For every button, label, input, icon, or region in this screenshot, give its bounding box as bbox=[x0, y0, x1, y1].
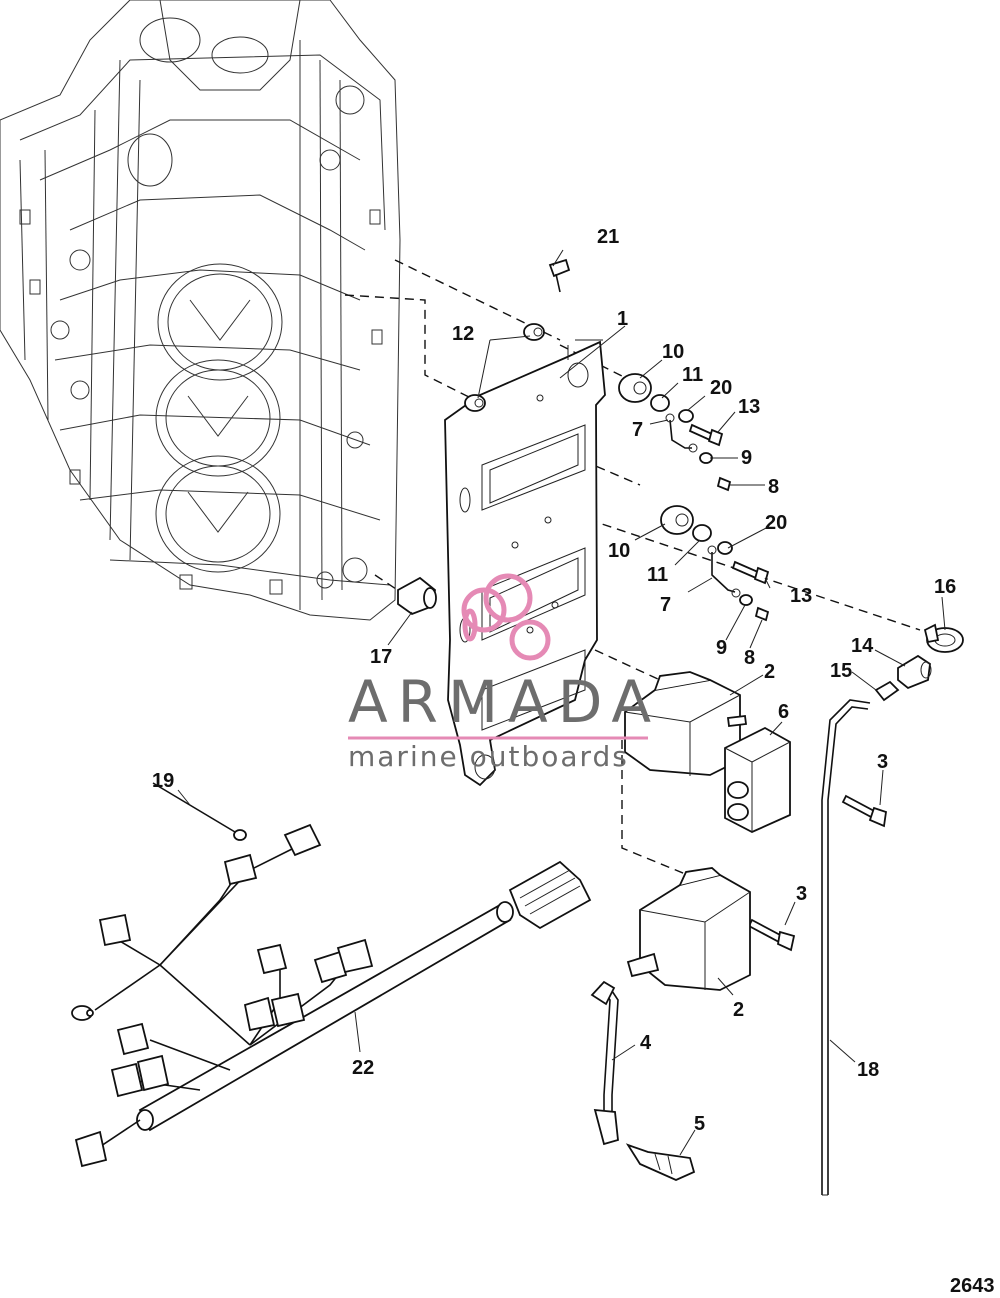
callout-1: 1 bbox=[617, 308, 628, 330]
callout-6: 6 bbox=[778, 701, 789, 723]
ignition-coil-2-lower bbox=[626, 867, 751, 991]
fitting-17 bbox=[397, 576, 437, 616]
nut-12-upper bbox=[523, 323, 545, 341]
callout-10: 10 bbox=[662, 341, 684, 363]
callout-20: 20 bbox=[765, 512, 787, 534]
ground-strap-7-lower bbox=[707, 545, 741, 598]
callout-3: 3 bbox=[796, 883, 807, 905]
grommet-10-lower bbox=[660, 505, 694, 535]
callout-12: 12 bbox=[452, 323, 474, 345]
ignition-coil-2-upper bbox=[624, 671, 748, 776]
bolt-13-lower bbox=[731, 560, 770, 585]
mounting-bracket bbox=[444, 339, 606, 787]
bolt-13-upper bbox=[688, 423, 724, 447]
assembly-leader-lines bbox=[344, 259, 921, 881]
grommet-10-upper bbox=[618, 373, 652, 403]
callout-20: 20 bbox=[710, 377, 732, 399]
watermark-brand: ARMADA bbox=[348, 668, 661, 736]
washer-11-lower bbox=[692, 524, 712, 542]
callout-13: 13 bbox=[738, 396, 760, 418]
wiring-harness-22 bbox=[71, 823, 592, 1168]
figure-number: 2643 bbox=[950, 1275, 995, 1297]
hose-18 bbox=[821, 699, 871, 1196]
callout-7: 7 bbox=[660, 594, 671, 616]
screw-21 bbox=[548, 258, 571, 293]
callout-8: 8 bbox=[768, 476, 779, 498]
callout-11: 11 bbox=[682, 364, 703, 386]
callout-2: 2 bbox=[733, 999, 744, 1021]
callout-15: 15 bbox=[830, 660, 852, 682]
callout-8: 8 bbox=[744, 647, 755, 669]
callout-9: 9 bbox=[716, 637, 727, 659]
callout-10: 10 bbox=[608, 540, 630, 562]
watermark: ARMADA marine outboards bbox=[348, 573, 661, 773]
screw-8-lower bbox=[754, 606, 770, 622]
nut-12-lower bbox=[464, 394, 486, 412]
screw-3-lower bbox=[747, 918, 796, 952]
callout-2: 2 bbox=[764, 661, 775, 683]
fitting-15 bbox=[874, 680, 900, 702]
callout-21: 21 bbox=[597, 226, 619, 248]
spark-plug-5 bbox=[625, 1143, 696, 1181]
callout-17: 17 bbox=[370, 646, 392, 668]
callout-14: 14 bbox=[851, 635, 874, 657]
ground-strap-7-upper bbox=[665, 413, 698, 453]
callout-19: 19 bbox=[152, 770, 174, 792]
engine-block bbox=[0, 0, 401, 621]
clamp-16 bbox=[923, 623, 964, 653]
callout-13: 13 bbox=[790, 585, 812, 607]
watermark-tagline: marine outboards bbox=[348, 740, 629, 773]
callout-7: 7 bbox=[632, 419, 643, 441]
callout-5: 5 bbox=[694, 1113, 705, 1135]
callout-9: 9 bbox=[741, 447, 752, 469]
watermark-logo bbox=[461, 573, 551, 661]
callout-18: 18 bbox=[857, 1059, 879, 1081]
washer-20-lower bbox=[717, 541, 733, 555]
module-6 bbox=[724, 726, 791, 833]
washer-20-upper bbox=[678, 409, 694, 423]
callout-11: 11 bbox=[647, 564, 668, 586]
callout-16: 16 bbox=[934, 576, 956, 598]
callout-3: 3 bbox=[877, 751, 888, 773]
callout-leaders bbox=[177, 249, 946, 1156]
callout-labels: 1 2 2 3 3 4 5 6 7 7 8 8 9 9 10 10 11 11 … bbox=[152, 226, 956, 1135]
callout-4: 4 bbox=[640, 1032, 652, 1054]
screw-8-upper bbox=[716, 476, 732, 492]
screw-3-upper bbox=[841, 794, 887, 828]
washer-9-lower bbox=[739, 594, 753, 606]
washer-11-upper bbox=[650, 394, 670, 412]
callout-22: 22 bbox=[352, 1057, 374, 1079]
cable-tie-19 bbox=[152, 782, 247, 841]
spark-plug-lead-4 bbox=[590, 980, 619, 1146]
sensor-14 bbox=[897, 654, 932, 690]
